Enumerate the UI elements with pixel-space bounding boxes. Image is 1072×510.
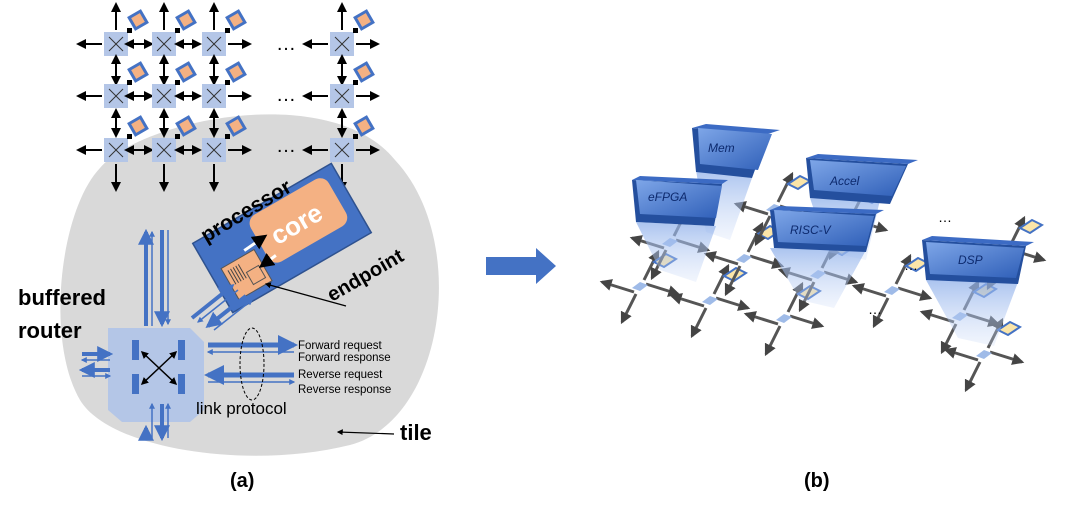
- floor-processor-icon: [1018, 218, 1044, 235]
- efpga-beam: [636, 222, 716, 282]
- mesh-processor-icon: [127, 115, 149, 137]
- buffered-router-block: [108, 328, 204, 422]
- mesh-processor-icon: [127, 61, 149, 83]
- endpoint-pointer-arrow: [264, 282, 347, 307]
- forward-response-label: Forward response: [298, 352, 391, 364]
- dsp-beam: [926, 280, 1018, 346]
- buffered-label: buffered: [18, 285, 106, 310]
- efpga-block: eFPGA: [632, 176, 728, 226]
- panel-b-dots-3: …: [868, 301, 882, 317]
- efpga-label: eFPGA: [648, 190, 687, 204]
- tile-pointer-arrow: [336, 429, 395, 436]
- mesh-processor-icon: [353, 61, 375, 83]
- mesh-dots-row-3: …: [276, 135, 296, 157]
- mesh-processor-icon: [225, 61, 247, 83]
- processor-block: core: [191, 162, 373, 314]
- mem-label: Mem: [708, 141, 735, 155]
- mesh-processor-icon: [353, 115, 375, 137]
- panel-b: Mem eFPGA Accel RISC-V DSP … … …: [599, 124, 1047, 492]
- core-block: [249, 178, 348, 263]
- router-mesh-grid: [76, 2, 380, 192]
- riscv-label: RISC-V: [790, 223, 832, 237]
- mesh-dots-row-2: …: [276, 84, 296, 106]
- mesh-router-1-3: [302, 54, 380, 138]
- link-protocol-arrows: [204, 335, 298, 385]
- mesh-processor-icon: [225, 9, 247, 31]
- transition-arrow: [486, 248, 556, 284]
- router-bottom-link-arrows: [138, 402, 171, 442]
- router-label: router: [18, 318, 82, 343]
- link-protocol-label: link protocol: [196, 399, 287, 418]
- riscv-block: RISC-V: [770, 206, 884, 252]
- mesh-router-0-3: [302, 2, 380, 86]
- mesh-processor-icon: [353, 9, 375, 31]
- mesh-dots-row-1: …: [276, 33, 296, 55]
- accel-block: Accel: [806, 154, 918, 204]
- router-left-link-arrows: [78, 346, 114, 379]
- caption-a: (a): [230, 470, 254, 492]
- panel-a: … … … core processor endpoint: [18, 2, 439, 492]
- accel-label: Accel: [829, 174, 860, 188]
- riscv-beam: [770, 248, 866, 308]
- link-protocol-ellipse: [239, 327, 265, 401]
- mesh-processor-icon: [127, 9, 149, 31]
- mesh-router-1-1: [124, 54, 202, 138]
- router-endpoint-link-arrows: [190, 284, 253, 331]
- floor-processor-icon: [996, 320, 1022, 337]
- tile-label: tile: [400, 420, 432, 445]
- dsp-block: DSP: [922, 236, 1034, 284]
- reverse-response-label: Reverse response: [298, 384, 391, 396]
- mesh-router-2-2: [174, 108, 252, 192]
- floor-router-1: [669, 263, 751, 339]
- dsp-label: DSP: [958, 253, 983, 267]
- mesh-router-2-3: [302, 108, 380, 192]
- mesh-processor-icon: [175, 61, 197, 83]
- panel-b-dots-1: …: [938, 209, 952, 225]
- mesh-processor-icon: [175, 9, 197, 31]
- panel-b-dots-2: …: [904, 257, 918, 273]
- forward-request-label: Forward request: [298, 340, 383, 352]
- floor-router-6: [851, 253, 933, 329]
- mesh-router-0-2: [174, 2, 252, 86]
- caption-b: (b): [804, 470, 830, 492]
- mem-block: Mem: [692, 124, 780, 178]
- mesh-processor-icon: [175, 115, 197, 137]
- router-top-link-arrows: [138, 228, 171, 328]
- mesh-processor-icon: [225, 115, 247, 137]
- reverse-request-label: Reverse request: [298, 369, 383, 381]
